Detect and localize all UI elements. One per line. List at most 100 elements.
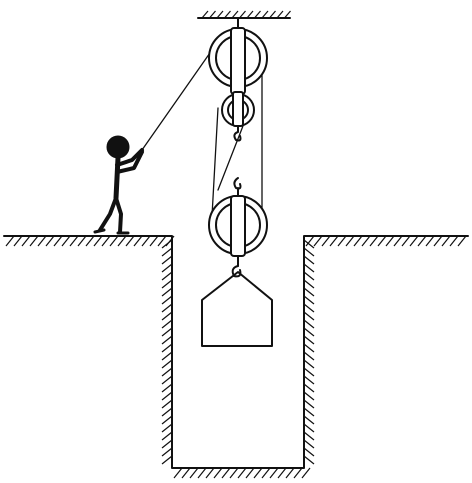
hatch-mark <box>161 287 173 297</box>
hatch-mark <box>93 235 103 247</box>
fixed-pulley <box>208 17 268 142</box>
hatch-mark <box>37 235 47 247</box>
hatch-mark <box>201 10 209 19</box>
hatch-mark <box>269 467 279 479</box>
hatch-mark <box>284 10 291 19</box>
hatch-mark <box>161 399 173 409</box>
hatch-mark <box>293 467 303 479</box>
hatch-mark <box>239 10 246 19</box>
hatch-mark <box>161 383 173 393</box>
hatch-mark <box>261 467 271 479</box>
pit <box>161 239 315 479</box>
hatch-mark <box>425 235 435 247</box>
hatch-mark <box>303 303 315 313</box>
hatch-mark <box>313 235 323 247</box>
hatch-mark <box>303 335 315 345</box>
hatch-mark <box>303 447 315 457</box>
hatch-mark <box>161 247 173 257</box>
hatch-mark <box>301 467 311 479</box>
hatch-mark <box>85 235 95 247</box>
hatch-mark <box>161 327 173 337</box>
hatch-mark <box>353 235 363 247</box>
hatch-mark <box>276 10 284 19</box>
hatch-mark <box>303 287 315 297</box>
hatch-mark <box>261 10 269 19</box>
hatch-mark <box>385 235 395 247</box>
hatch-mark <box>303 399 315 409</box>
hatch-mark <box>161 447 173 457</box>
hatch-mark <box>303 239 315 249</box>
hatch-mark <box>221 467 231 479</box>
hatch-mark <box>449 235 459 247</box>
hatch-mark <box>303 271 315 281</box>
hatch-mark <box>101 235 111 247</box>
hatch-mark <box>303 383 315 393</box>
hatch-mark <box>303 263 315 273</box>
hatch-mark <box>161 351 173 361</box>
hatch-mark <box>161 439 173 449</box>
hatch-mark <box>253 467 263 479</box>
hatch-mark <box>161 279 173 289</box>
hatch-mark <box>161 335 173 345</box>
hatch-mark <box>303 455 315 465</box>
movable-pulley <box>208 195 268 278</box>
hatch-mark <box>321 235 331 247</box>
hatch-mark <box>393 235 403 247</box>
hatch-mark <box>285 467 295 479</box>
hatch-mark <box>161 359 173 369</box>
hatch-mark <box>303 247 315 257</box>
hatch-mark <box>133 235 143 247</box>
hatch-mark <box>303 423 315 433</box>
hatch-mark <box>77 235 87 247</box>
hatch-mark <box>109 235 119 247</box>
hatch-mark <box>329 235 339 247</box>
hatch-mark <box>69 235 79 247</box>
hatch-mark <box>161 311 173 321</box>
hatch-mark <box>161 431 173 441</box>
hatch-mark <box>269 10 276 19</box>
hatch-mark <box>303 327 315 337</box>
hatch-mark <box>303 359 315 369</box>
hatch-mark <box>197 467 207 479</box>
hatch-mark <box>369 235 379 247</box>
hatch-mark <box>254 10 261 19</box>
hatch-mark <box>125 235 135 247</box>
hatch-mark <box>161 391 173 401</box>
hook-chain <box>233 177 242 197</box>
hatch-mark <box>173 467 183 479</box>
hatch-mark <box>337 235 347 247</box>
stick-figure-person <box>93 135 144 235</box>
hatch-mark <box>277 467 287 479</box>
hatch-mark <box>61 235 71 247</box>
hatch-mark <box>401 235 411 247</box>
ground-surface <box>3 235 469 469</box>
hatch-mark <box>117 235 127 247</box>
hatch-mark <box>21 235 31 247</box>
hatch-mark <box>161 455 173 465</box>
hatch-mark <box>209 10 216 19</box>
hatch-mark <box>213 467 223 479</box>
ceiling-support <box>197 10 291 19</box>
hatch-mark <box>245 467 255 479</box>
hatch-mark <box>303 255 315 265</box>
hatch-mark <box>433 235 443 247</box>
hatch-mark <box>231 10 239 19</box>
hatch-mark <box>181 467 191 479</box>
hatch-mark <box>409 235 419 247</box>
hatch-mark <box>53 235 63 247</box>
hatch-mark <box>303 279 315 289</box>
hatch-mark <box>305 235 315 247</box>
house-shaped-load <box>201 271 273 347</box>
hatch-mark <box>161 255 173 265</box>
hatch-mark <box>141 235 151 247</box>
hatch-mark <box>161 239 173 249</box>
hatch-mark <box>161 303 173 313</box>
hatch-mark <box>161 415 173 425</box>
hatch-mark <box>345 235 355 247</box>
hatch-mark <box>417 235 427 247</box>
hatch-mark <box>216 10 224 19</box>
hatch-mark <box>441 235 451 247</box>
hatch-mark <box>161 423 173 433</box>
hatch-mark <box>303 415 315 425</box>
hatch-mark <box>303 439 315 449</box>
